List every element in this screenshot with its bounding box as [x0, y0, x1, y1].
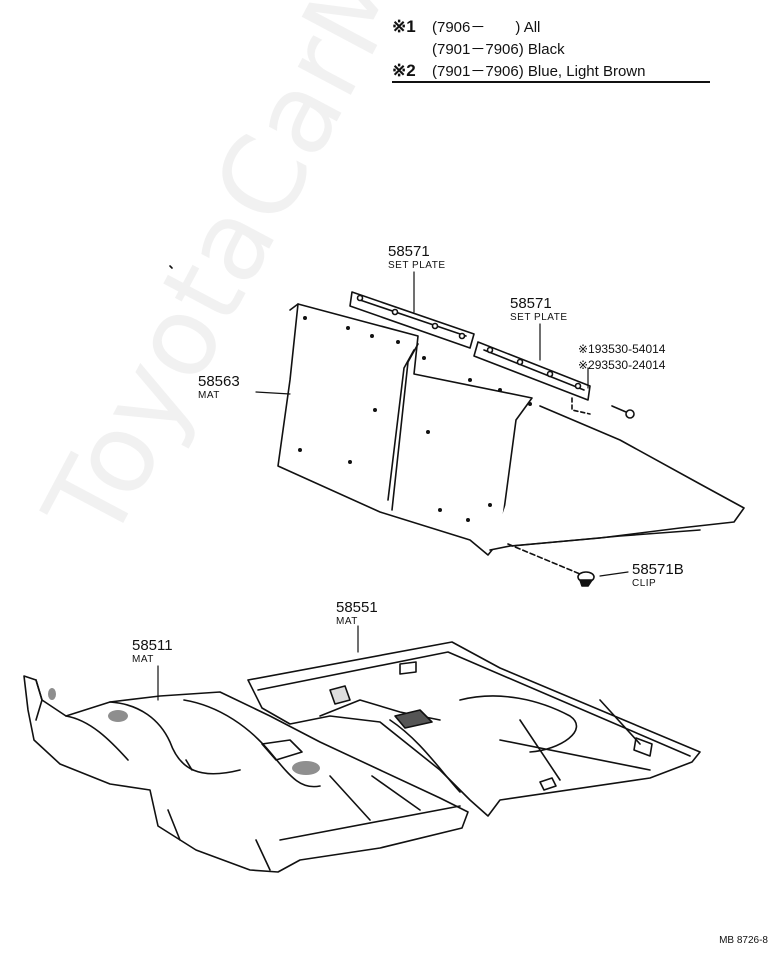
leader-lines — [157, 271, 629, 701]
clip-shape — [507, 543, 595, 587]
screw-shape — [571, 397, 635, 419]
screw-ref-2: ※293530-24014 — [578, 358, 666, 372]
legend-range: (7901－7906) — [432, 63, 524, 80]
legend-desc: Blue, Light Brown — [527, 63, 646, 80]
rear-floor-mat-number: 58551 — [336, 599, 378, 616]
front-floor-mat-caption: MAT — [132, 654, 154, 665]
set-plate-left-caption: SET PLATE — [388, 260, 446, 271]
set-plate-right-number: 58571 — [510, 295, 552, 312]
legend-mark: ※2 — [392, 61, 416, 80]
stray-mark — [169, 265, 173, 269]
screw-ref-1: ※193530-54014 — [578, 342, 666, 356]
legend-range: (7901－7906) — [432, 41, 524, 58]
legend-mark: ※1 — [392, 17, 416, 36]
clip-caption: CLIP — [632, 578, 657, 589]
legend-row-1: ※1 (7906－ ) All — [392, 16, 540, 37]
rear-mat-number: 58563 — [198, 373, 240, 390]
set-plate-left-shape — [349, 291, 475, 349]
clip-number: 58571B — [632, 561, 684, 578]
legend-divider — [392, 81, 710, 83]
legend-row-2: (7901－7906) Black — [392, 38, 565, 59]
legend-desc: Black — [527, 41, 565, 58]
front-floor-mat-number: 58511 — [132, 637, 173, 654]
legend-range: (7906－ ) — [432, 19, 521, 36]
front-floor-mat-shape — [23, 675, 469, 873]
set-plate-right-shape — [473, 341, 591, 401]
rear-floor-mat-shape — [247, 641, 701, 817]
figure-code: MB 8726-8 — [719, 935, 768, 946]
set-plate-right-caption: SET PLATE — [510, 312, 568, 323]
set-plate-left-number: 58571 — [388, 243, 430, 260]
rear-floor-mat-caption: MAT — [336, 616, 358, 627]
rear-mat-caption: MAT — [198, 390, 220, 401]
legend-row-3: ※2 (7901－7906) Blue, Light Brown — [392, 60, 645, 81]
rear-mat-shape — [277, 303, 745, 556]
legend-desc: All — [523, 19, 541, 36]
